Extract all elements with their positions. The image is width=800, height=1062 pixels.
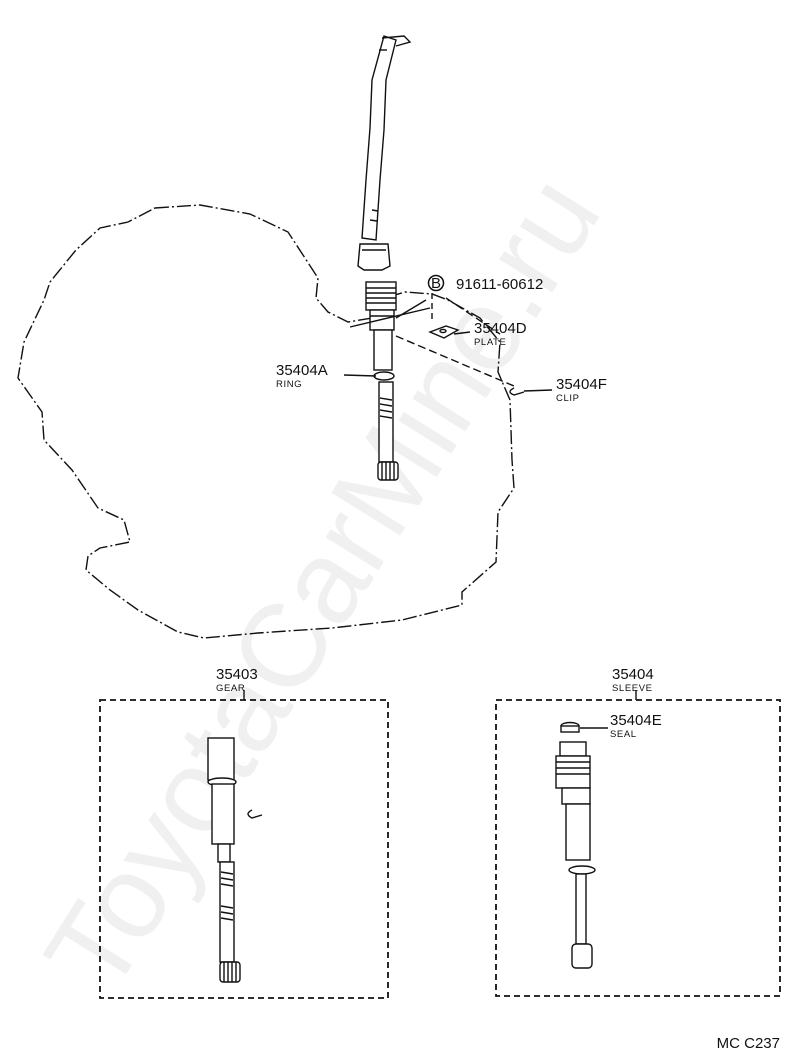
seal-part-number: 35404E [610, 712, 662, 729]
seal-part-name: SEAL [610, 729, 637, 740]
gear-assembly-drawing [207, 737, 263, 983]
sleeve-group-box [495, 690, 781, 997]
clip-part-number: 35404F [556, 376, 607, 393]
bolt-marker-letter: B [431, 275, 441, 292]
transmission-housing-outline [17, 204, 515, 639]
cable-end-fitting [357, 243, 391, 271]
sleeve-part-number: 35404 [612, 666, 654, 683]
plate-part-name: PLATE [474, 337, 506, 348]
cable-tube [361, 35, 412, 241]
sleeve-assembly-top [349, 281, 431, 481]
gear-part-number: 35403 [216, 666, 258, 683]
diagram-code: MC C237 [717, 1035, 780, 1052]
ring-part [373, 371, 395, 381]
leader-lines-top [343, 293, 553, 392]
sleeve-part-name: SLEEVE [612, 683, 653, 694]
bolt-part-number: 91611-60612 [456, 276, 543, 293]
ring-part-number: 35404A [276, 362, 328, 379]
plate-part [428, 325, 460, 339]
ring-part-name: RING [276, 379, 302, 390]
gear-group-box [99, 690, 389, 999]
plate-part-number: 35404D [474, 320, 527, 337]
bolt-marker: B [427, 274, 445, 292]
gear-part-name: GEAR [216, 683, 245, 694]
clip-part [509, 387, 525, 396]
clip-part-name: CLIP [556, 393, 580, 404]
sleeve-assembly-drawing [555, 721, 608, 969]
